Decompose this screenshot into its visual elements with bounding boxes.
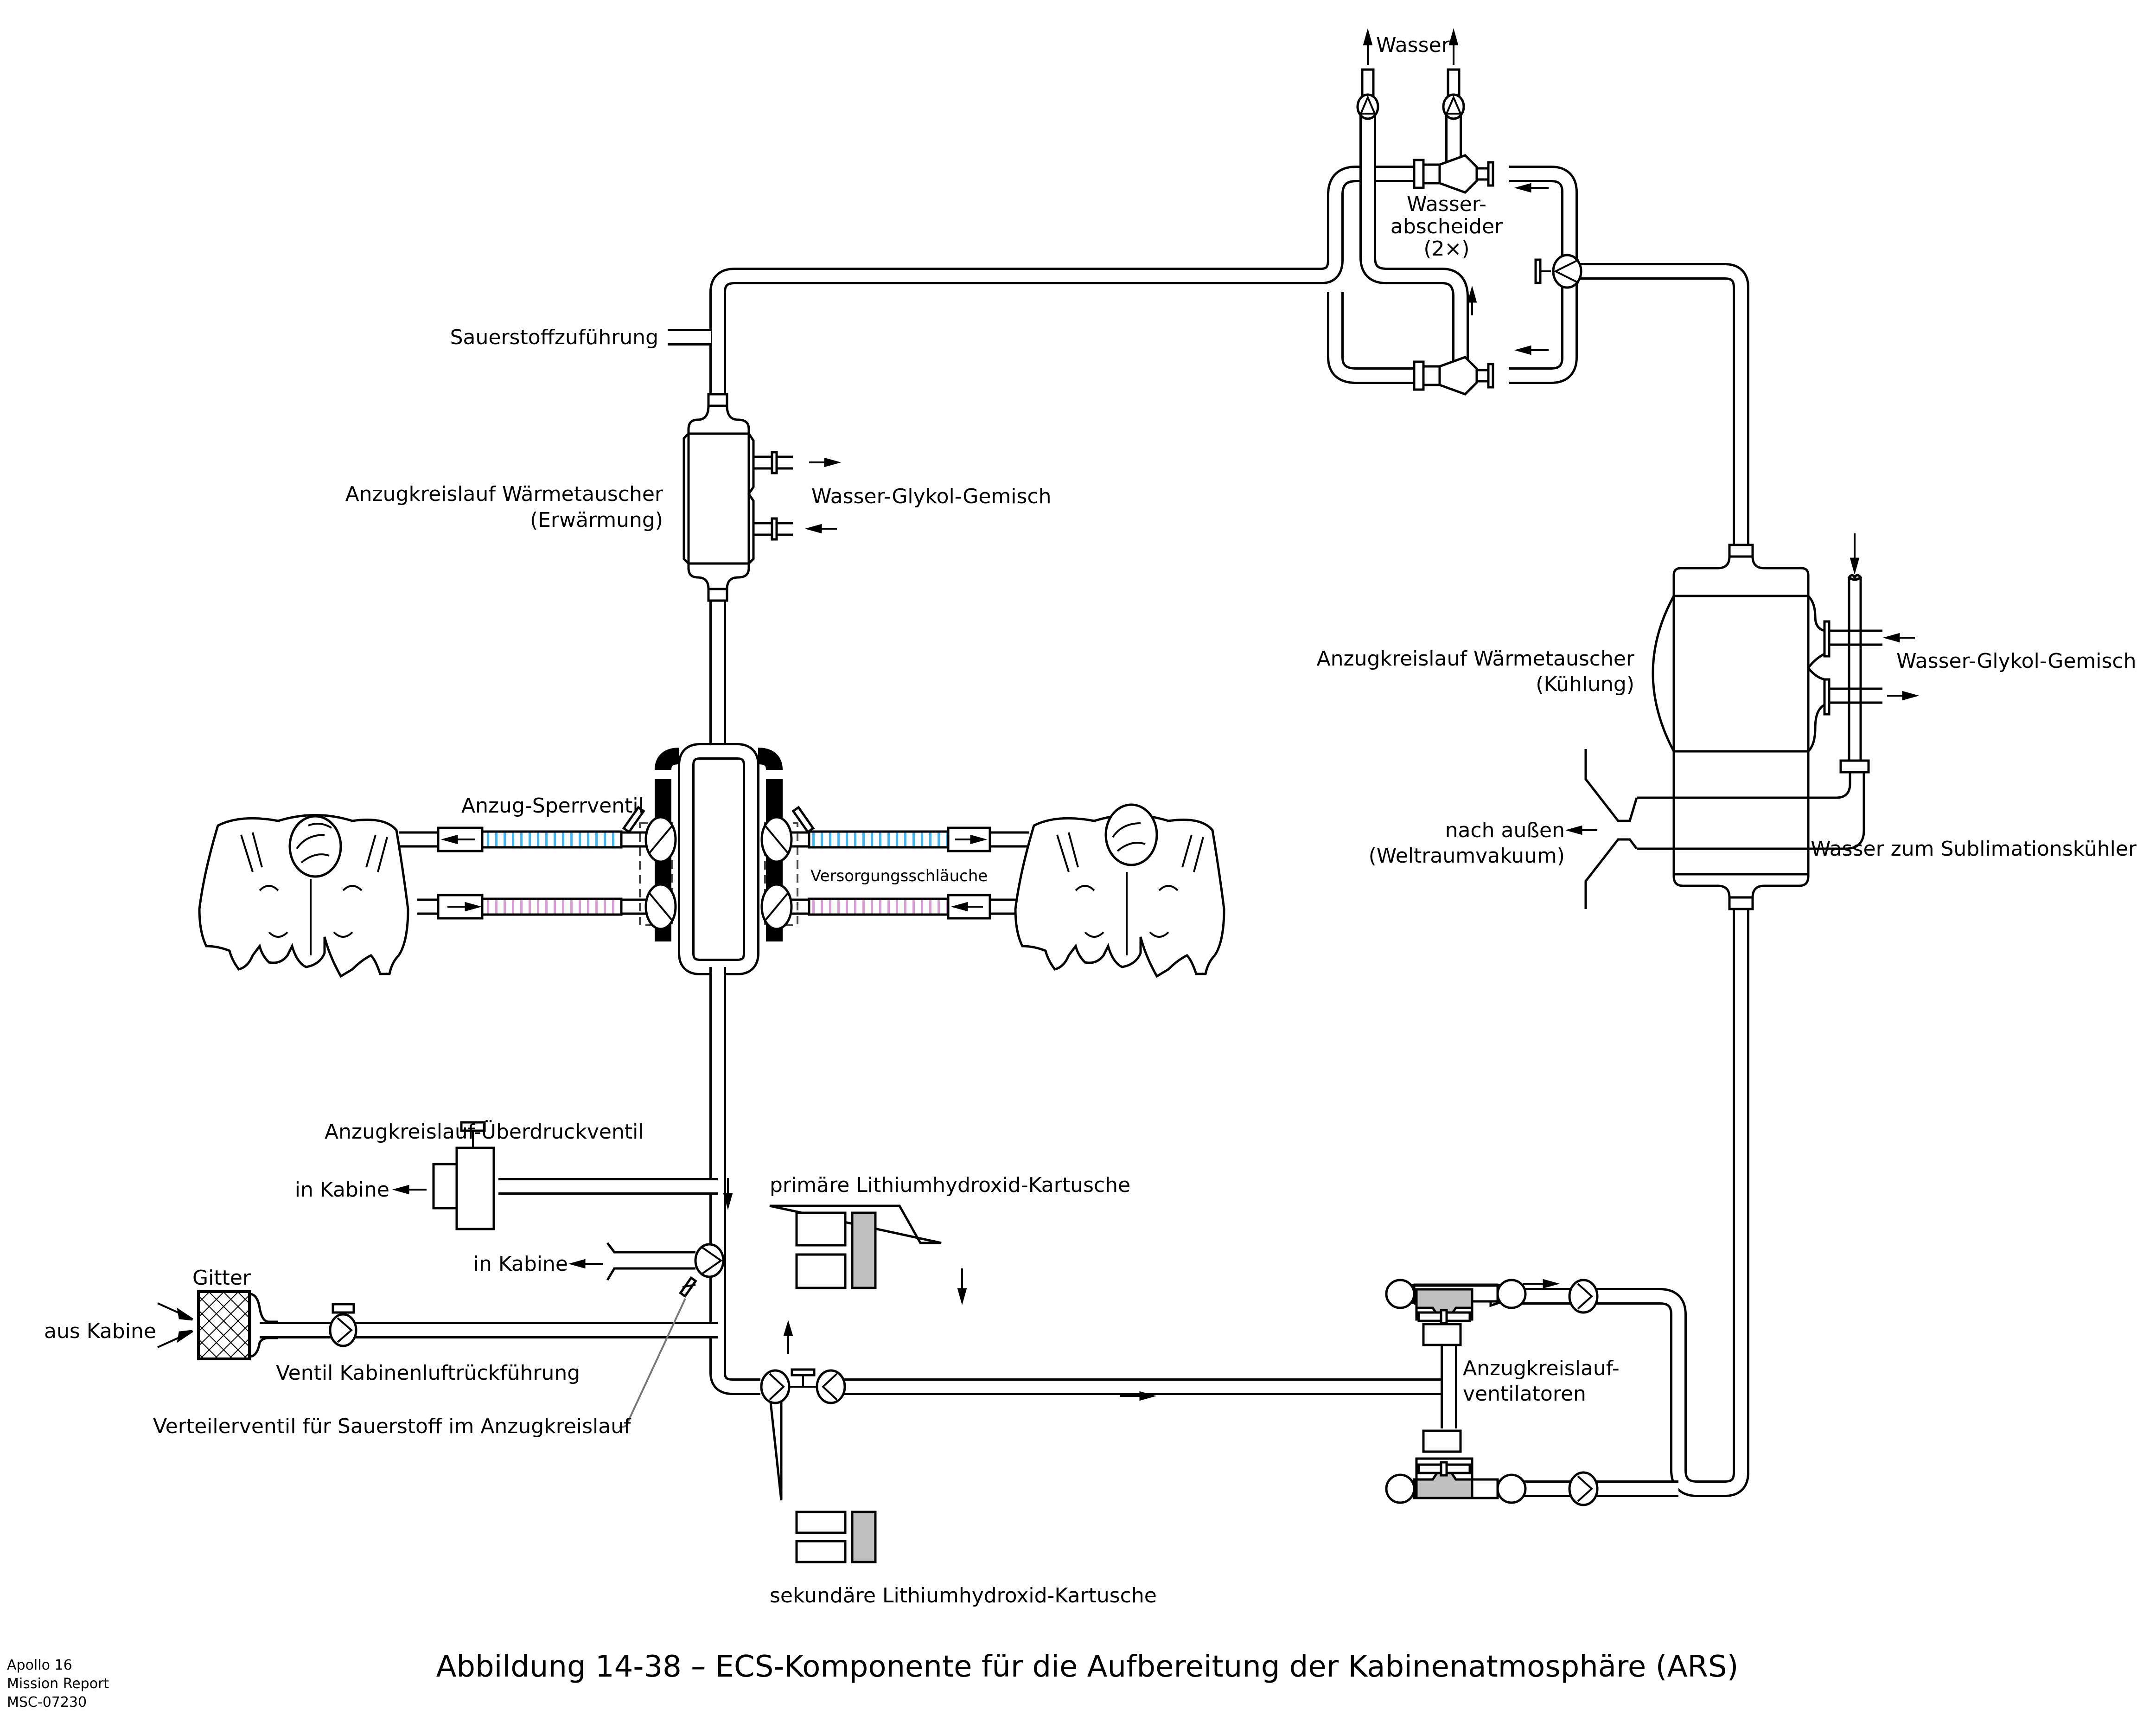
hose-supply-right <box>791 826 1029 852</box>
lioh-selector-valves[interactable] <box>760 1368 846 1404</box>
o2-diverter-valve[interactable] <box>606 1242 725 1298</box>
label-sauerstoffzufuehrung: Sauerstoffzuführung <box>450 326 658 349</box>
wgg-warm-inlet <box>753 517 837 541</box>
flow-arrow-left-icon <box>1514 345 1549 355</box>
label-ventil-rueckfuehrung: Ventil Kabinenluftrückführung <box>276 1361 580 1385</box>
flow-arrow-right-icon <box>1120 1391 1157 1401</box>
astronaut-left-icon <box>198 814 409 978</box>
label-ueberdruckventil: Anzugkreislauf-Überdruckventil <box>325 1120 644 1144</box>
lioh-cartridge-primary <box>769 1204 942 1289</box>
label-hx-cool-1: Anzugkreislauf Wärmetauscher <box>1317 647 1635 671</box>
water-outlet-pump-left-icon <box>1356 68 1379 120</box>
vacuum-vent <box>1565 749 1638 909</box>
cabin-return-valve[interactable] <box>329 1303 357 1347</box>
label-in-kabine-1: in Kabine <box>295 1178 389 1202</box>
suit-shutoff-valve-right[interactable] <box>760 806 815 930</box>
label-in-kabine-2: in Kabine <box>473 1252 568 1276</box>
label-wasser-top: Wasser <box>1376 33 1450 57</box>
fan-check-valve-lower-icon <box>1568 1471 1599 1506</box>
suit-shutoff-valve-left[interactable] <box>622 806 677 930</box>
figure-caption: Abbildung 14-38 – ECS-Komponente für die… <box>436 1650 1739 1684</box>
hose-return-right <box>791 894 1018 920</box>
heat-exchanger-cooling <box>1652 544 1825 910</box>
water-out-arrow-right-icon <box>1448 28 1459 65</box>
hose-return-left <box>417 894 647 920</box>
credit-line-3: MSC-07230 <box>7 1694 87 1710</box>
label-aus-kabine: aus Kabine <box>44 1319 156 1343</box>
label-wasserabscheider-3: (2×) <box>1423 237 1469 261</box>
in-kabine-arrow-1-icon <box>392 1185 427 1195</box>
water-outlet-pump-right-icon <box>1442 68 1465 120</box>
label-ventilatoren-1: Anzugkreislauf- <box>1463 1357 1620 1380</box>
water-out-arrow-left-icon <box>1363 28 1373 65</box>
wgg-cool-outlet-arrow-icon <box>1887 691 1920 701</box>
label-wasserabscheider-1: Wasser- <box>1407 192 1486 216</box>
lioh-cartridge-secondary <box>768 1392 877 1563</box>
flow-arrow-up-icon <box>783 1320 793 1354</box>
water-separator-upper <box>1413 154 1494 194</box>
suit-fan-upper[interactable] <box>1385 1279 1527 1346</box>
label-sekundaere-kartusche: sekundäre Lithiumhydroxid-Kartusche <box>770 1584 1157 1607</box>
flow-arrow-left-icon <box>1514 183 1549 193</box>
suit-fan-lower[interactable] <box>1385 1429 1527 1504</box>
in-kabine-arrow-2-icon <box>568 1259 603 1269</box>
leader-line <box>619 1298 686 1428</box>
hose-supply-left <box>399 826 647 852</box>
label-primaere-kartusche: primäre Lithiumhydroxid-Kartusche <box>770 1173 1130 1197</box>
label-nach-aussen-2: (Weltraumvakuum) <box>1369 844 1565 868</box>
fan-check-valve-upper-icon <box>1568 1279 1599 1314</box>
aus-kabine-arrow-lower-icon <box>157 1330 193 1348</box>
credit-line-2: Mission Report <box>7 1676 109 1692</box>
label-ventilatoren-2: ventilatoren <box>1463 1382 1586 1406</box>
label-anzug-sperrventil: Anzug-Sperrventil <box>461 794 644 818</box>
label-wgg-warm: Wasser-Glykol-Gemisch <box>811 485 1052 508</box>
label-wgg-cool: Wasser-Glykol-Gemisch <box>1896 649 2137 673</box>
label-wasser-sublimation: Wasser zum Sublimationskühler <box>1811 837 2137 861</box>
astronaut-right-icon <box>1014 803 1225 978</box>
separator-selector-valve-icon[interactable] <box>1534 254 1582 289</box>
label-nach-aussen-1: nach außen <box>1445 819 1565 842</box>
label-hx-cool-2: (Kühlung) <box>1536 672 1634 696</box>
label-verteilerventil: Verteilerventil für Sauerstoff im Anzugk… <box>153 1415 631 1438</box>
credit-line-1: Apollo 16 <box>7 1657 72 1673</box>
flow-arrow-up-icon <box>1467 285 1477 315</box>
wgg-cool-inlet-arrow-icon <box>1882 633 1915 643</box>
cabin-screen <box>197 1290 278 1360</box>
label-hx-warm-1: Anzugkreislauf Wärmetauscher <box>345 482 663 506</box>
heat-exchanger-warming <box>683 393 755 602</box>
wgg-warm-outlet <box>753 451 842 474</box>
label-gitter: Gitter <box>192 1266 251 1290</box>
label-wasserabscheider-2: abscheider <box>1391 215 1503 238</box>
wgg-cool-pipe <box>1637 533 1882 850</box>
water-separator-lower <box>1413 356 1494 396</box>
suit-relief-valve[interactable] <box>432 1121 495 1230</box>
label-hx-warm-2: (Erwärmung) <box>530 508 663 532</box>
label-versorgungsschlaeuche: Versorgungsschläuche <box>810 867 988 885</box>
flow-arrow-down-icon <box>723 1178 733 1210</box>
flow-arrow-down-icon <box>957 1268 967 1306</box>
flow-arrow-right-icon <box>1523 1279 1560 1289</box>
aus-kabine-arrow-upper-icon <box>157 1302 193 1321</box>
